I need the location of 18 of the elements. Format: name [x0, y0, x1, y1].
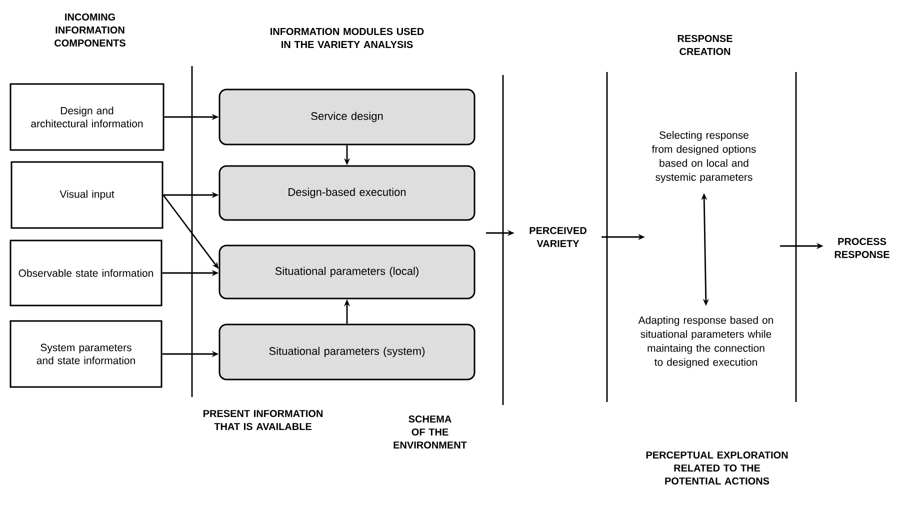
- response-text: Adapting response based on situational parameters while maintaing the connection to designed execution: [638, 316, 773, 368]
- input-box: Design and architectural information: [10, 83, 164, 151]
- section-heading: RESPONSE CREATION: [678, 34, 732, 56]
- section-heading: INFORMATION MODULES USED IN THE VARIETY ANALYSIS: [270, 28, 424, 48]
- section-heading: INCOMING INFORMATION COMPONENTS: [54, 13, 126, 47]
- module-box: Situational parameters (system): [218, 324, 476, 380]
- stage-label: PERCEIVED VARIETY: [530, 227, 586, 247]
- response-text: Selecting response from designed options based on local and systemic parameters: [652, 131, 756, 183]
- module-box: Design-based execution: [218, 165, 476, 221]
- input-box: Observable state information: [10, 240, 162, 306]
- input-box: Visual input: [10, 161, 164, 229]
- stage-label: PROCESS RESPONSE: [834, 238, 890, 258]
- section-heading: SCHEMA OF THE ENVIRONMENT: [394, 415, 467, 449]
- module-box: Service design: [218, 88, 476, 146]
- section-heading: PRESENT INFORMATION THAT IS AVAILABLE: [204, 410, 323, 430]
- section-heading: PERCEPTUAL EXPLORATION RELATED TO THE POTENTIAL ACTIONS: [646, 451, 788, 485]
- input-box: System parameters and state information: [10, 320, 162, 388]
- module-box: Situational parameters (local): [218, 244, 476, 300]
